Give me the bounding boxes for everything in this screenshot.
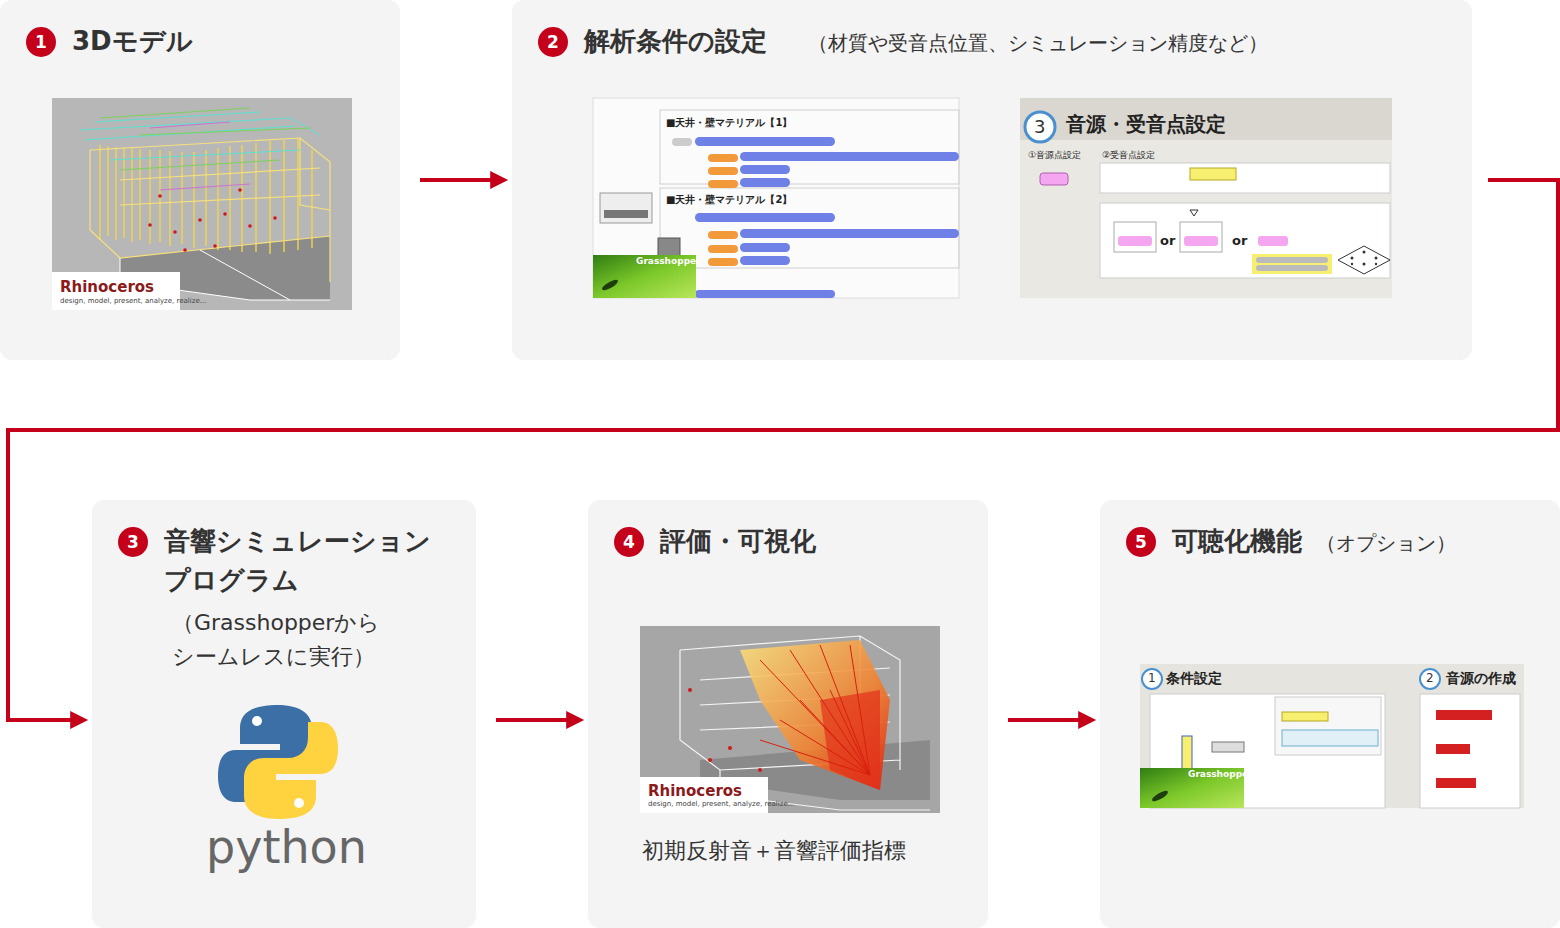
auralization-screenshot [1140, 664, 1524, 808]
step-note: （オプション） [1316, 528, 1516, 558]
receiver-screenshot [1020, 98, 1392, 298]
step-number: 3 [118, 527, 148, 557]
step-title: 評価・可視化 [660, 522, 960, 561]
screenshot-label: ①音源点設定 [1028, 150, 1081, 161]
step-number-text: 2 [547, 34, 559, 51]
step-number: 4 [614, 527, 644, 557]
step-title: 音響シミュレーション プログラム [164, 522, 464, 600]
screenshot-label: 3 [1034, 116, 1045, 138]
screenshot-label: ②受音点設定 [1102, 150, 1155, 161]
screenshot-label: design, model, present, analyze, realize… [60, 297, 206, 305]
step-note: 初期反射音＋音響評価指標 [642, 834, 962, 867]
flow-arrow [8, 180, 1558, 720]
step-number: 1 [26, 27, 56, 57]
step-number: 5 [1126, 527, 1156, 557]
screenshot-label: 条件設定 [1166, 670, 1222, 687]
step-panel: 解析条件の設定（材質や受音点位置、シミュレーション精度など） 2 [512, 0, 1472, 360]
screenshot-label: Rhinoceros [60, 278, 154, 296]
step-note: （Grasshopperから シームレスに実行） [172, 606, 422, 674]
step-number-text: 5 [1135, 534, 1147, 551]
result-screenshot [640, 626, 940, 813]
screenshot-label: 音源・受音点設定 [1066, 112, 1226, 136]
screenshot-label: 2 [1426, 671, 1434, 685]
screenshot-label: design, model, present, analyze, realize… [648, 800, 794, 808]
screenshot-label: or [1232, 233, 1247, 249]
screenshot-label: ■天井・壁マテリアル【2】 [666, 194, 792, 206]
screenshot-label: or [1160, 233, 1175, 249]
step-panel: 3Dモデル 1 [0, 0, 400, 360]
step-number: 2 [538, 27, 568, 57]
step-panel: 可聴化機能（オプション） 5 [1100, 500, 1560, 928]
screenshot-label: ■天井・壁マテリアル【1】 [666, 117, 792, 129]
step-number-text: 4 [623, 534, 635, 551]
screenshot-label: 音源の作成 [1446, 670, 1516, 687]
screenshot-label: 1 [1148, 671, 1156, 685]
model-screenshot [52, 98, 352, 310]
step-title: 可聴化機能 [1172, 522, 1332, 561]
step-title: 3Dモデル [72, 22, 372, 61]
flow-arrow [1008, 718, 1080, 722]
screenshot-label: python [206, 820, 367, 875]
flow-arrow [420, 178, 492, 182]
step-note: （材質や受音点位置、シミュレーション精度など） [808, 28, 1448, 58]
screenshot-label: Grasshopper [636, 256, 701, 267]
screenshot-label: Grasshopper [1188, 769, 1253, 780]
step-title: 解析条件の設定 [584, 22, 804, 61]
step-number-text: 1 [35, 34, 47, 51]
material-screenshot [593, 98, 959, 298]
screenshot-label: Rhinoceros [648, 782, 742, 800]
connector-layer [8, 180, 1558, 720]
python-logo [218, 705, 338, 819]
step-number-text: 3 [127, 534, 139, 551]
flow-arrow [496, 718, 568, 722]
step-panel: 評価・可視化初期反射音＋音響評価指標 4 [588, 500, 988, 928]
